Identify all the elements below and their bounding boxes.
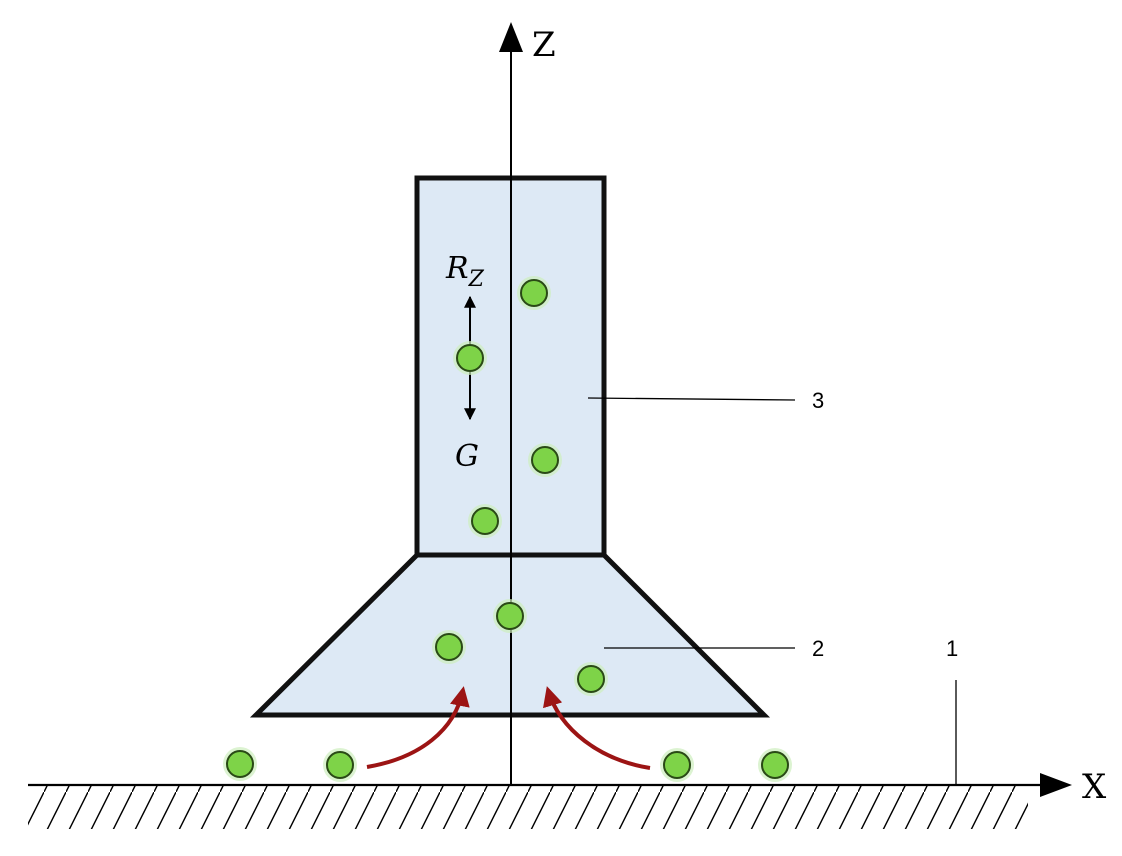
particle-icon [323, 748, 357, 782]
particle-icon [660, 748, 694, 782]
z-axis-label: Z [532, 25, 556, 65]
particle-icon [432, 630, 466, 664]
ground-hatching [28, 785, 1028, 829]
particle-icon [574, 662, 608, 696]
callout-label-1: 1 [946, 636, 958, 661]
particle-icon [453, 341, 487, 375]
callout-label-2: 2 [812, 636, 824, 661]
r-z-label: RZ [445, 251, 485, 292]
particles [223, 276, 792, 782]
particle-icon [223, 747, 257, 781]
flow-arrow-right [543, 686, 651, 770]
g-label: G [455, 439, 479, 474]
x-axis-label: X [1082, 767, 1107, 807]
particle-icon [758, 748, 792, 782]
particle-icon [528, 443, 562, 477]
callout-line-3 [587, 397, 796, 401]
particle-icon [493, 599, 527, 633]
z-axis-arrowhead [499, 22, 523, 52]
callout-label-3: 3 [812, 388, 824, 413]
flow-arrow-left [366, 686, 470, 769]
particle-icon [468, 504, 502, 538]
particle-icon [517, 276, 551, 310]
x-axis-arrowhead [1040, 773, 1072, 797]
